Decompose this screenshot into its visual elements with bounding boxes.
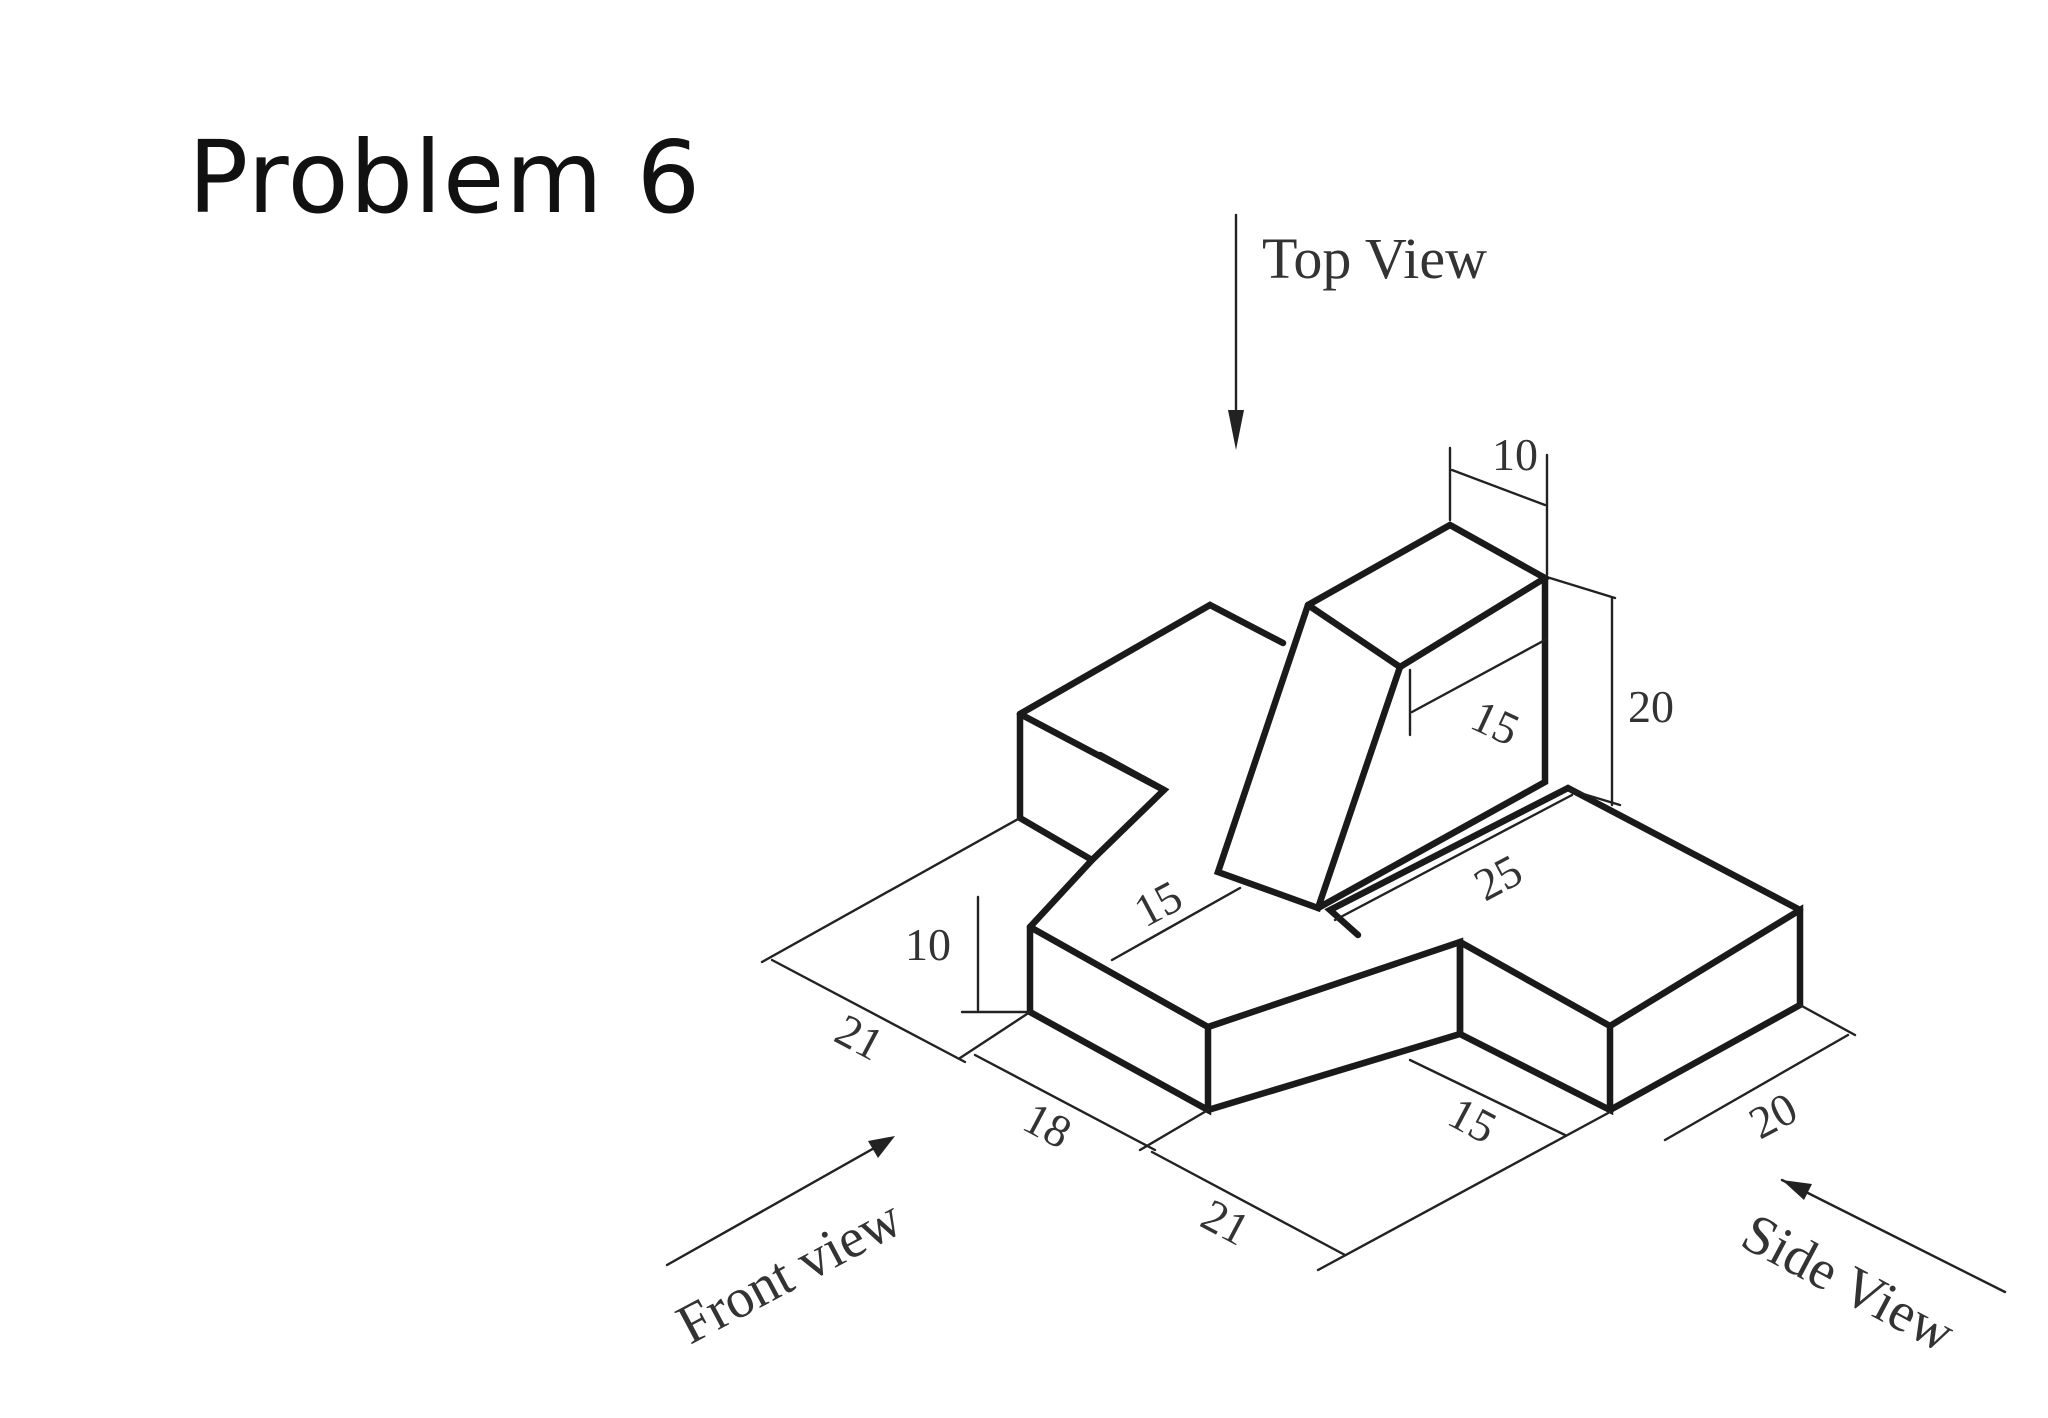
dim-15-top-line [1410, 638, 1547, 714]
dim-label-front-height: 10 [905, 919, 951, 970]
top-view-arrowhead [1228, 410, 1244, 450]
dim-21-left-line [770, 958, 967, 1064]
side-view-label: Side View [1732, 1202, 1965, 1365]
base-side-right-face [1606, 904, 1804, 1114]
base-top-notch-inner [1016, 710, 1168, 794]
dim-18-line [973, 1053, 1157, 1152]
dim-18-ext [958, 1010, 1032, 1060]
tall-block-front-face [1213, 601, 1404, 913]
front-view-arrowhead [868, 1136, 895, 1158]
side-view-arrow [1780, 1178, 2007, 1294]
dim-20-ext-top [1548, 576, 1617, 600]
object-outline [1016, 521, 1804, 1116]
slide-title: Problem 6 [188, 119, 702, 236]
dim-21-bottom-line [1150, 1150, 1347, 1257]
base-front-mid-face [1204, 937, 1464, 1114]
dim-15-notch-line [1110, 886, 1242, 962]
dim-base-bottom-line [1316, 1110, 1612, 1272]
dim-label-front-b: 21 [1193, 1189, 1258, 1256]
base-front-left-face [1026, 923, 1212, 1116]
base-top-right [1324, 784, 1804, 939]
dim-20-right-ext [1798, 1003, 1857, 1037]
dimension-lines [665, 213, 2007, 1294]
dim-25-line [1333, 793, 1574, 922]
tall-block-top [1304, 521, 1552, 671]
dim-label-notch: 15 [1126, 870, 1191, 937]
side-view-arrowhead [1782, 1180, 1812, 1200]
dim-label-left-depth: 21 [827, 1004, 892, 1071]
dim-20-right-line [1663, 1033, 1850, 1142]
dim-15-right-line [1408, 1058, 1567, 1137]
front-view-label: Front view [667, 1187, 912, 1357]
dim-label-top-depth: 15 [1464, 690, 1527, 756]
dim-label-right-notch: 15 [1440, 1087, 1505, 1154]
front-view-arrow [665, 1136, 894, 1267]
dim-21-bottom-ext [1138, 1108, 1210, 1152]
dim-label-top-height: 20 [1628, 681, 1674, 732]
dim-label-top-width: 10 [1492, 429, 1538, 480]
left-block-top [1016, 601, 1287, 718]
dim-21-left-ext [760, 816, 1022, 964]
tall-block-side [1314, 574, 1549, 912]
base-front-right-face [1456, 938, 1614, 1116]
dim-10-line [1450, 468, 1547, 507]
top-view-label: Top View [1262, 226, 1487, 291]
dim-label-mid-length: 25 [1466, 844, 1531, 911]
labels: Top View Front view Side View 10 20 15 2… [667, 226, 1965, 1365]
dim-label-front-a: 18 [1015, 1092, 1080, 1159]
